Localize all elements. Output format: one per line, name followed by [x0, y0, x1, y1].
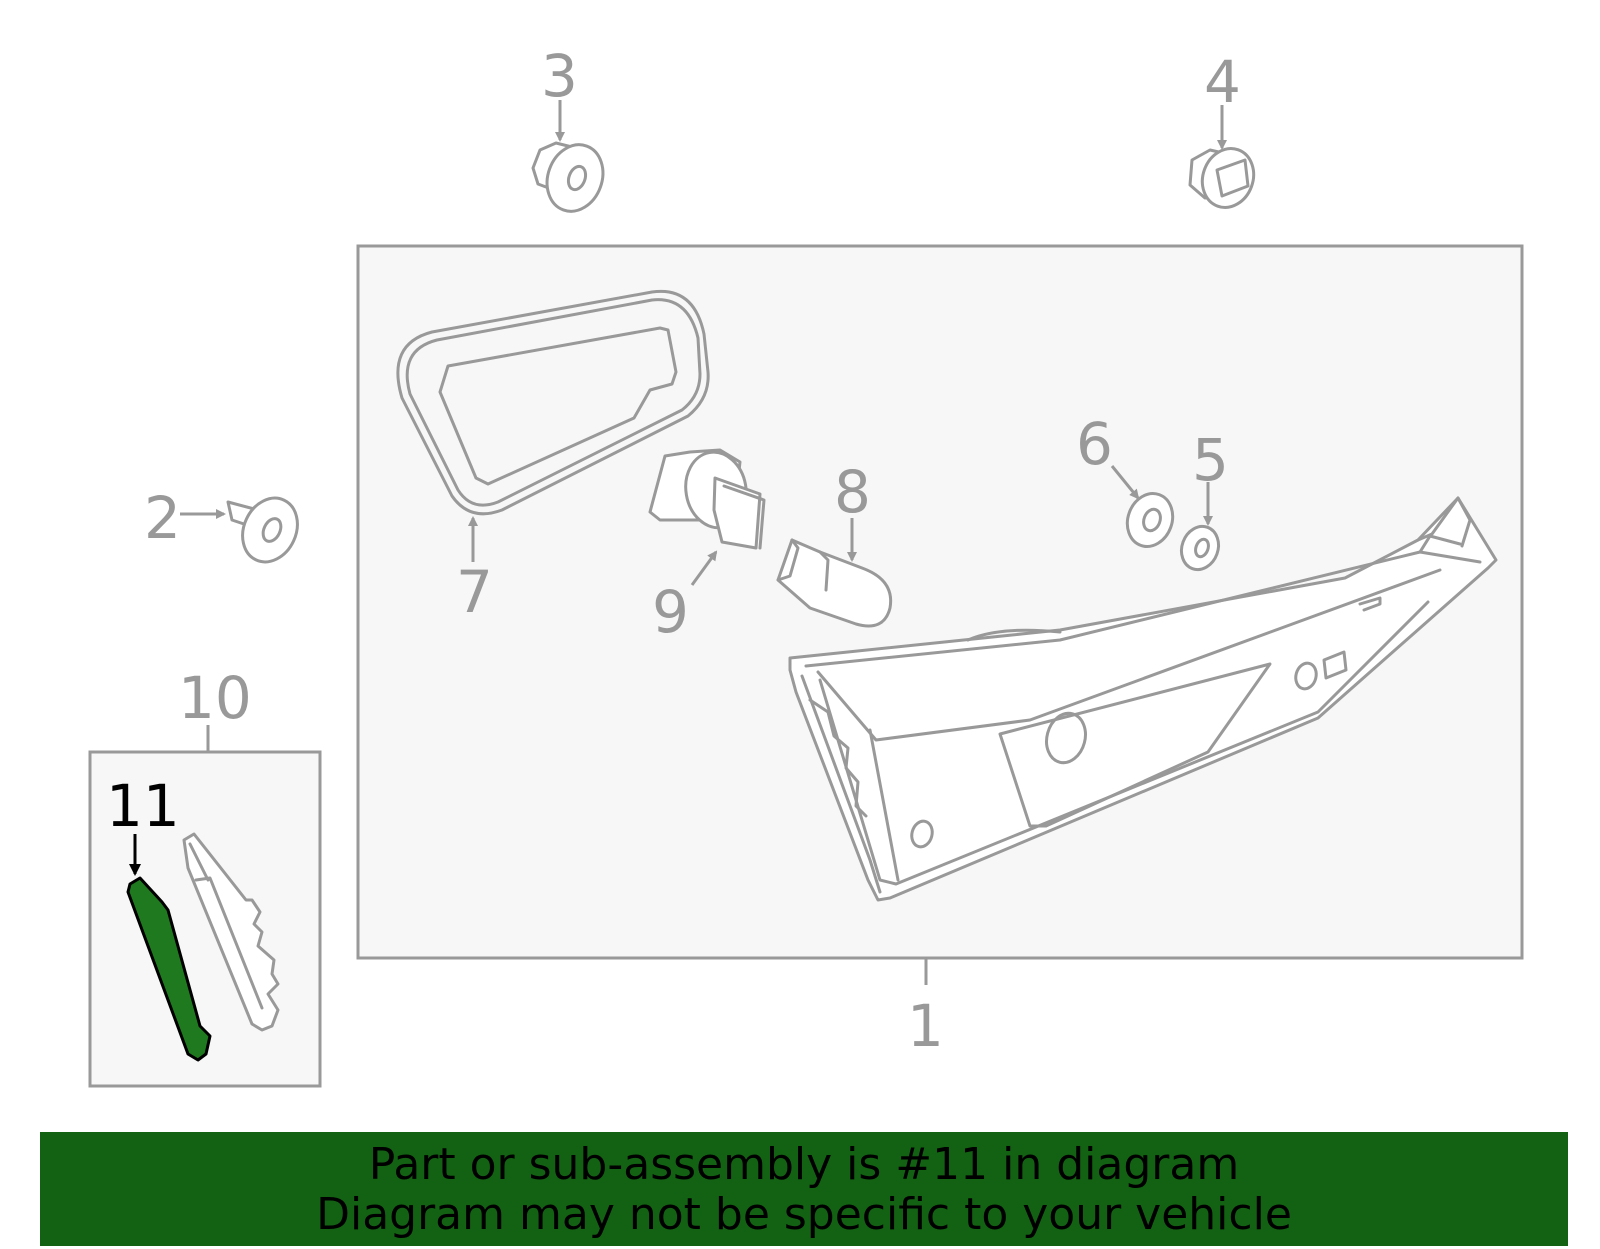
info-banner: Part or sub-assembly is #11 in diagram D… [40, 1132, 1568, 1246]
socket-part-9[interactable] [648, 447, 766, 586]
callout-2: 2 [144, 484, 181, 552]
callout-9: 9 [652, 578, 689, 646]
banner-line-disclaimer: Diagram may not be specific to your vehi… [316, 1189, 1292, 1240]
callout-5: 5 [1192, 426, 1229, 494]
callout-7: 7 [456, 558, 493, 626]
callout-1: 1 [907, 992, 944, 1060]
callout-11: 11 [106, 772, 180, 840]
callout-10: 10 [178, 664, 252, 732]
screw-part-2[interactable] [180, 489, 308, 571]
callout-4: 4 [1204, 48, 1241, 116]
clip-nut-part-4[interactable] [1188, 105, 1262, 215]
gasket-part-7[interactable] [396, 289, 710, 562]
grommet-part-5[interactable] [1176, 482, 1225, 575]
trim-strip-part-11[interactable] [126, 834, 212, 1062]
callout-8: 8 [834, 458, 871, 526]
grommet-part-6[interactable] [1110, 465, 1180, 553]
clip-nut-part-3[interactable] [531, 100, 612, 219]
banner-line-part: Part or sub-assembly is #11 in diagram [368, 1139, 1240, 1190]
callout-6: 6 [1076, 410, 1113, 478]
lamp-housing-part-1[interactable] [788, 496, 1498, 902]
bulb-part-8[interactable] [776, 518, 893, 628]
callout-3: 3 [541, 42, 578, 110]
lens-piece-part-10[interactable] [182, 832, 280, 1032]
